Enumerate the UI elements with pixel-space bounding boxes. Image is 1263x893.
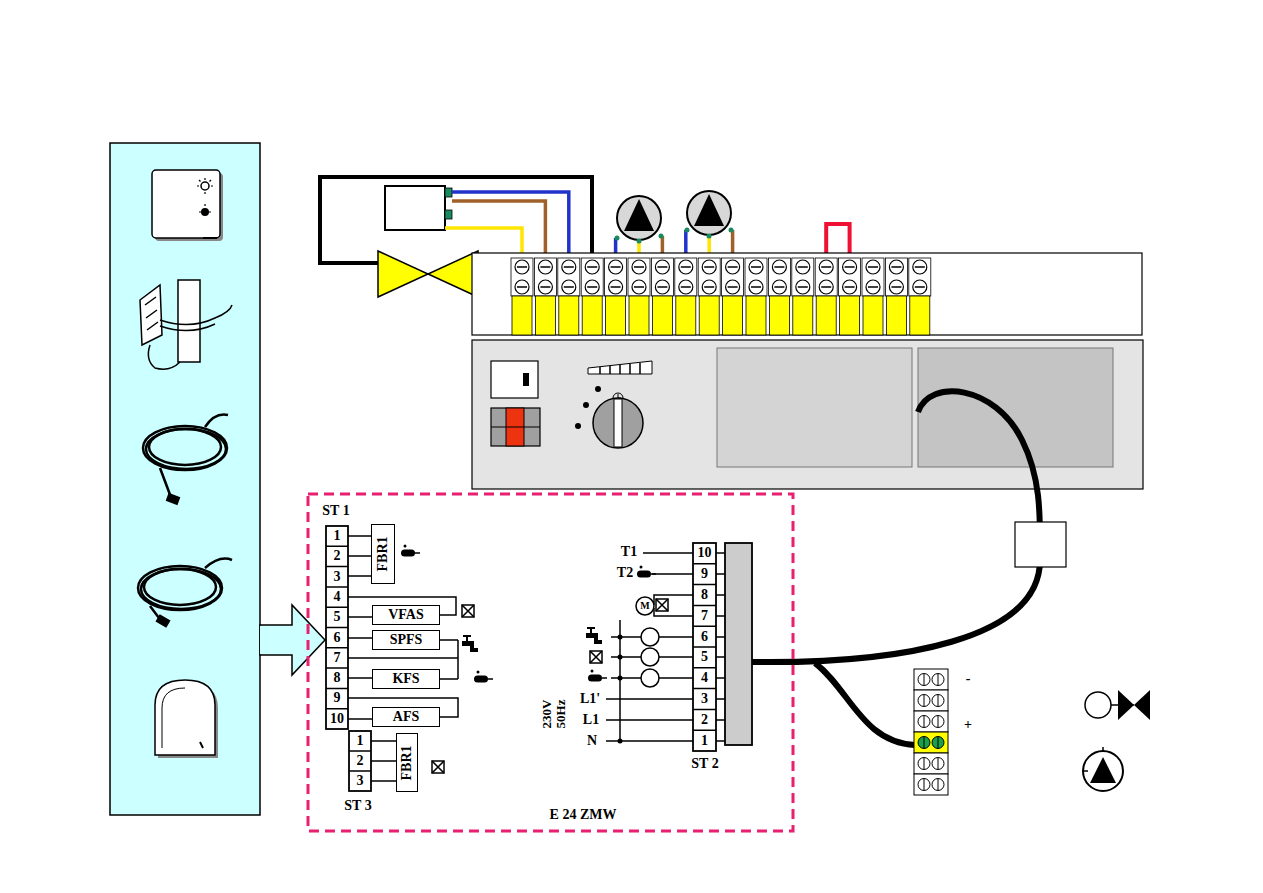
controller-front — [472, 340, 1143, 489]
component-label: AFS — [393, 710, 419, 724]
signal-name: L1 — [583, 713, 599, 727]
pin-number: 3 — [334, 570, 341, 584]
component-label: KFS — [392, 672, 419, 686]
supply-wires — [445, 192, 850, 262]
pin-number: 8 — [334, 671, 341, 685]
small-terminal-block — [914, 669, 948, 795]
st2-wiring — [606, 543, 752, 751]
signal-name: L1' — [580, 692, 600, 706]
sensor-box: AFS — [372, 707, 440, 727]
pin-number: 3 — [357, 774, 364, 788]
pin-number: 10 — [330, 712, 344, 726]
motor-letter: M — [640, 601, 649, 611]
st3-wiring — [349, 731, 396, 791]
pin-number: 4 — [334, 590, 341, 604]
pin-number: 2 — [701, 713, 708, 727]
signal-name: N — [587, 734, 597, 748]
pin-number: 4 — [701, 671, 708, 685]
polarity-sign: - — [966, 672, 971, 686]
component-label: FBR1 — [376, 537, 390, 572]
legend-symbols — [1083, 690, 1150, 791]
room-thermostat-icon — [152, 170, 223, 241]
damper-symbol — [432, 761, 444, 773]
pin-number: 6 — [334, 631, 341, 645]
sensor-box: FBR1 — [396, 733, 418, 792]
connector-name: ST 3 — [344, 799, 371, 813]
supply-rating: 230V 50Hz — [540, 694, 568, 734]
signal-name: T2 — [617, 566, 633, 580]
pin-number: 3 — [701, 692, 708, 706]
accessory-panel — [110, 143, 325, 815]
connector-name: ST 2 — [691, 757, 718, 771]
pin-number: 2 — [357, 754, 364, 768]
cable-sensor-icon — [138, 559, 232, 626]
schematic-frame — [308, 494, 793, 831]
pin-number: 7 — [701, 609, 708, 623]
terminal-strip — [472, 253, 1142, 335]
sensor-box: FBR1 — [371, 524, 395, 584]
connector-name: ST 1 — [322, 504, 349, 518]
sensor-box: VFAS — [372, 605, 440, 625]
sensor-box: KFS — [372, 669, 440, 689]
cable-sensor-icon — [143, 415, 228, 504]
pin-number: 1 — [357, 734, 364, 748]
pin-number: 9 — [334, 691, 341, 705]
pin-number: 6 — [701, 630, 708, 644]
outdoor-sensor-icon — [155, 680, 218, 758]
polarity-sign: + — [964, 718, 972, 732]
component-label: VFAS — [388, 608, 424, 622]
pipe-sensor-icon — [140, 280, 232, 369]
pin-number: 10 — [698, 546, 712, 560]
component-label: SPFS — [390, 633, 423, 647]
component-label: FBR1 — [400, 745, 414, 780]
signal-name: T1 — [621, 545, 637, 559]
pin-number: 8 — [701, 588, 708, 602]
sensor-box: SPFS — [372, 630, 440, 650]
device-name: E 24 ZMW — [550, 808, 617, 822]
bus-cable — [752, 391, 1066, 745]
pin-number: 9 — [701, 567, 708, 581]
pin-number: 1 — [701, 734, 708, 748]
pin-number: 1 — [334, 529, 341, 543]
pump-symbol — [615, 191, 734, 244]
pin-number: 7 — [334, 651, 341, 665]
pin-number: 2 — [334, 549, 341, 563]
pin-number: 5 — [334, 610, 341, 624]
pin-number: 5 — [701, 650, 708, 664]
